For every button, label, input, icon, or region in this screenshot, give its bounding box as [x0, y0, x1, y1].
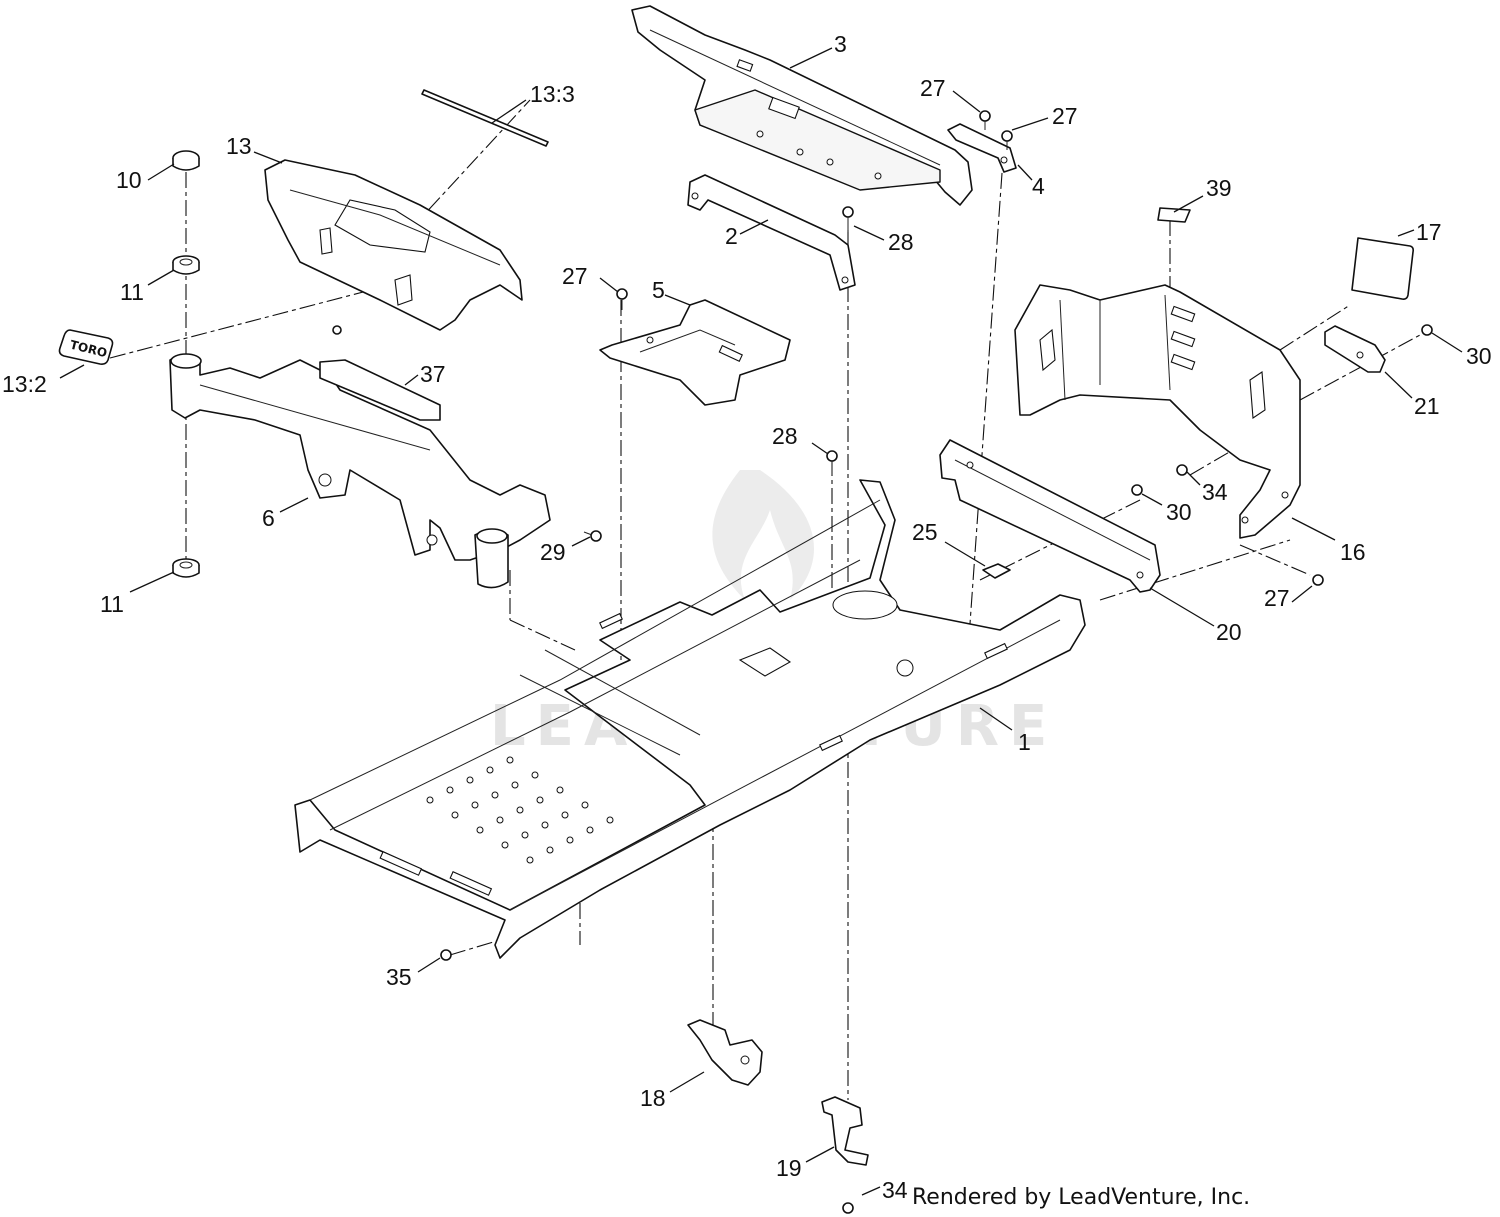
part-11-bearing-upper — [172, 255, 200, 275]
callout-35: 35 — [386, 964, 412, 990]
bolt-27-plate — [616, 288, 628, 310]
callout-6: 6 — [262, 505, 275, 531]
callout-30: 30 — [1466, 343, 1492, 369]
callout-34: 34 — [882, 1177, 908, 1203]
callout-3: 3 — [834, 31, 847, 57]
bolt-27-lower-right — [1312, 574, 1324, 586]
bolt-28-upper — [842, 206, 854, 232]
callout-21: 21 — [1414, 393, 1440, 419]
part-13-3-decal — [421, 89, 549, 147]
bolt-29 — [583, 530, 602, 542]
part-19-bracket — [821, 1096, 869, 1166]
footer-credit: Rendered by LeadVenture, Inc. — [912, 1185, 1250, 1210]
nut-34-upper — [1176, 464, 1188, 476]
callout-27: 27 — [1052, 103, 1078, 129]
part-1-main-frame — [294, 479, 1086, 959]
part-3-upper-tube — [631, 5, 973, 206]
callout-39: 39 — [1206, 175, 1232, 201]
part-5-plate — [599, 299, 791, 406]
callout-19: 19 — [776, 1155, 802, 1181]
callout-4: 4 — [1032, 173, 1045, 199]
screw-13 — [332, 325, 342, 335]
callout-11: 11 — [120, 279, 144, 305]
part-21-bracket — [1324, 325, 1386, 373]
callout-labels: 3 27 27 13:3 13 10 4 39 17 2 28 11 27 5 … — [2, 31, 1492, 1203]
callout-27: 27 — [1264, 585, 1290, 611]
callout-18: 18 — [640, 1085, 666, 1111]
callout-29: 29 — [540, 539, 566, 565]
callout-10: 10 — [116, 167, 142, 193]
callout-13-3: 13:3 — [530, 81, 575, 107]
bolt-27-top — [979, 110, 991, 130]
callout-11: 11 — [100, 591, 124, 617]
callout-28: 28 — [772, 423, 798, 449]
bolt-30-rail — [1131, 484, 1143, 496]
callout-37: 37 — [420, 361, 446, 387]
part-37-strip — [319, 359, 441, 421]
callout-13: 13 — [226, 133, 252, 159]
part-6-steering-arm — [169, 353, 551, 589]
floor-pan-holes — [426, 756, 614, 864]
part-20-rear-rail — [939, 439, 1161, 593]
leader-lines — [59, 47, 1463, 1196]
part-25-label — [982, 563, 1011, 579]
nut-34-bottom — [842, 1202, 854, 1214]
part-4-bracket — [947, 123, 1017, 173]
part-11-bearing-lower — [172, 558, 200, 578]
bolt-30-right — [1421, 324, 1433, 336]
callout-28: 28 — [888, 229, 914, 255]
callout-17: 17 — [1416, 219, 1442, 245]
part-10-cap — [172, 150, 200, 171]
callout-13-2: 13:2 — [2, 371, 47, 397]
callout-20: 20 — [1216, 619, 1242, 645]
callout-1: 1 — [1018, 729, 1031, 755]
callout-27: 27 — [920, 75, 946, 101]
part-2-bracket — [687, 174, 856, 291]
callout-34: 34 — [1202, 479, 1228, 505]
part-17-decal — [1351, 237, 1414, 300]
bolt-28-lower — [826, 450, 838, 475]
bolt-27-right — [1001, 130, 1013, 150]
part-16-seat-mount — [1014, 284, 1301, 539]
nut-35 — [440, 949, 452, 961]
callout-30: 30 — [1166, 499, 1192, 525]
fasteners — [332, 110, 1433, 1214]
callout-5: 5 — [652, 277, 665, 303]
part-18-bracket — [687, 1019, 763, 1086]
callout-25: 25 — [912, 519, 938, 545]
part-13-2-toro-decal: TORO — [58, 329, 114, 365]
part-39-label — [1157, 207, 1191, 223]
callout-16: 16 — [1340, 539, 1366, 565]
callout-27: 27 — [562, 263, 588, 289]
callout-2: 2 — [725, 223, 738, 249]
part-13-cover — [264, 159, 523, 331]
